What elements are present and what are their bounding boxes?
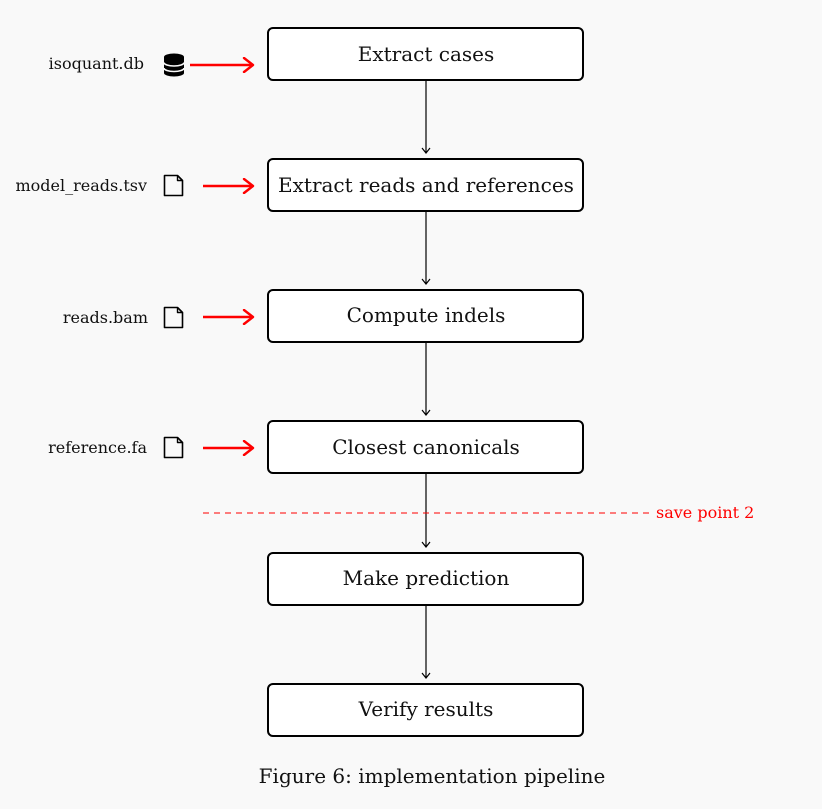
step: Closest canonicals — [267, 420, 584, 474]
input-label: isoquant.db — [49, 54, 144, 73]
step-box — [267, 420, 584, 474]
input-row: reads.bam — [63, 306, 253, 329]
step-label: Verify results — [358, 697, 494, 721]
step: Make prediction — [267, 552, 584, 606]
step-label: Extract cases — [358, 42, 494, 66]
file-icon — [163, 174, 184, 197]
figure-caption: Figure 6: implementation pipeline — [259, 764, 606, 788]
input-row: reference.fa — [48, 436, 253, 459]
input-row: model_reads.tsv — [15, 174, 253, 197]
step-label: Extract reads and references — [278, 173, 574, 197]
file-icon — [163, 306, 184, 329]
step: Compute indels — [267, 289, 584, 343]
input-label: model_reads.tsv — [15, 176, 147, 195]
step-box — [267, 552, 584, 606]
step-box — [267, 158, 584, 212]
save-point: save point 2 — [203, 503, 754, 522]
step-label: Compute indels — [347, 303, 506, 327]
step-box — [267, 683, 584, 737]
step-label: Make prediction — [343, 566, 510, 590]
step-label: Closest canonicals — [332, 435, 520, 459]
database-icon — [163, 53, 185, 77]
input-label: reference.fa — [48, 438, 147, 457]
step: Extract reads and references — [267, 158, 584, 212]
step: Verify results — [267, 683, 584, 737]
file-icon — [163, 436, 184, 459]
input-row: isoquant.db — [49, 53, 253, 77]
save-point-label: save point 2 — [656, 503, 754, 522]
input-label: reads.bam — [63, 308, 148, 327]
step-box — [267, 27, 584, 81]
step-box — [267, 289, 584, 343]
step: Extract cases — [267, 27, 584, 81]
